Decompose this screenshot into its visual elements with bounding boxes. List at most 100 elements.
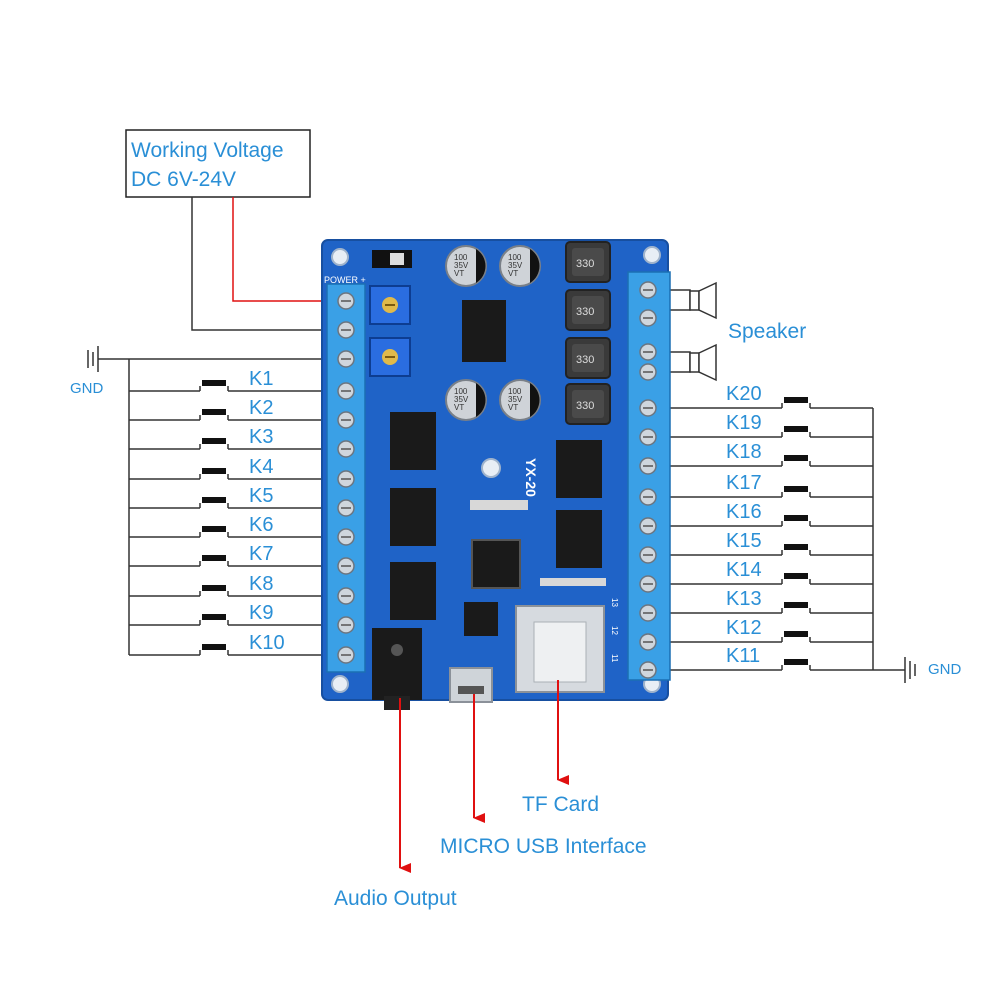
volume-pot-1 [369,285,411,325]
capacitor-marking: VT [454,403,464,412]
push-button-left: K5 [129,485,346,509]
capacitor-marking: 100 [508,253,522,262]
gnd-right-label: GND [928,661,962,678]
push-button-right: K18 [652,441,873,467]
button-label-left: K10 [249,632,285,654]
button-label-right: K16 [726,501,762,523]
pcb-board: POWER + 10035VVT10035VVT10035VVT10035VVT… [321,239,671,710]
inductor-marking: 330 [576,258,594,270]
push-button-left: K2 [129,397,346,421]
push-button-right: K16 [652,501,873,527]
button-label-left: K2 [249,397,273,419]
capacitor-marking: VT [508,403,518,412]
volume-pot-2 [369,337,411,377]
power-spec-line2: DC 6V-24V [131,168,236,191]
inductor-marking: 330 [576,354,594,366]
board-model-label: YX-20 [523,458,539,497]
capacitor-marking: 35V [508,261,523,270]
power-spec-line1: Working Voltage [131,139,284,162]
ic-chip [390,562,436,620]
speaker-label: Speaker [728,320,806,343]
button-label-right: K14 [726,559,762,581]
term-number: 12 [610,626,619,635]
push-button-left: K8 [129,573,346,597]
push-button-right: K20 [652,383,873,409]
capacitor-marking: 100 [454,387,468,396]
mount-hole [643,246,661,264]
button-label-right: K12 [726,617,762,639]
capacitor-marking: VT [454,269,464,278]
tf-card-label: TF Card [522,793,599,816]
button-label-left: K9 [249,602,273,624]
capacitor-marking: 100 [508,387,522,396]
push-button-left: K7 [129,543,346,567]
push-button-left: K3 [129,426,346,450]
push-button-right: K13 [652,588,873,614]
power-inductor: 330 [565,383,611,425]
micro-usb-port [449,667,493,703]
speaker-icon-1 [652,281,717,320]
button-label-left: K5 [249,485,273,507]
capacitor-marking: 100 [454,253,468,262]
capacitor-marking: VT [508,269,518,278]
mount-hole [331,248,349,266]
ic-chip [390,488,436,546]
left-terminal-strip [326,283,366,673]
button-label-right: K11 [726,645,760,667]
push-button-right: K11 [652,645,873,671]
gnd-left-symbol [87,346,346,372]
button-label-left: K6 [249,514,273,536]
capacitor-marking: 35V [508,395,523,404]
audio-output-label: Audio Output [334,887,457,910]
gnd-left-label: GND [70,380,104,397]
push-button-right: K17 [652,472,873,498]
capacitor-marking: 35V [454,395,469,404]
ic-chip [390,412,436,470]
push-button-right: K14 [652,559,873,585]
push-button-right: K19 [652,412,873,438]
term-number: 11 [610,654,619,663]
power-negative-wire [191,197,346,331]
capacitor-marking: 35V [454,261,469,270]
push-button-left: K10 [129,632,346,656]
push-button-right: K12 [652,617,873,643]
button-label-right: K20 [726,383,762,405]
power-spec-box: Working Voltage DC 6V-24V [125,129,311,198]
amplifier-chip [462,300,506,362]
right-terminal-strip [627,271,671,681]
button-label-left: K1 [249,368,273,390]
button-label-left: K7 [249,543,273,565]
tf-card-slot [515,605,605,693]
speaker-icon-2 [652,343,717,382]
inductor-marking: 330 [576,400,594,412]
mount-hole [481,458,501,478]
button-label-left: K4 [249,456,273,478]
button-label-right: K13 [726,588,762,610]
ic-chip [556,510,602,568]
micro-usb-label: MICRO USB Interface [440,835,647,858]
push-button-left: K4 [129,456,346,480]
inductor-marking: 330 [576,306,594,318]
button-label-right: K17 [726,472,762,494]
mount-hole [331,675,349,693]
button-label-left: K8 [249,573,273,595]
push-button-left: K9 [129,602,346,626]
gnd-right-symbol [873,657,916,683]
term-number: 13 [610,598,619,607]
push-button-left: K6 [129,514,346,538]
ic-chip [556,440,602,498]
mcu-chip [471,539,521,589]
button-label-right: K19 [726,412,762,434]
power-positive-wire [232,197,346,302]
headphone-jack [372,628,422,710]
button-label-left: K3 [249,426,273,448]
push-button-left: K1 [129,368,346,392]
power-inductor: 330 [565,289,611,331]
button-label-right: K18 [726,441,762,463]
